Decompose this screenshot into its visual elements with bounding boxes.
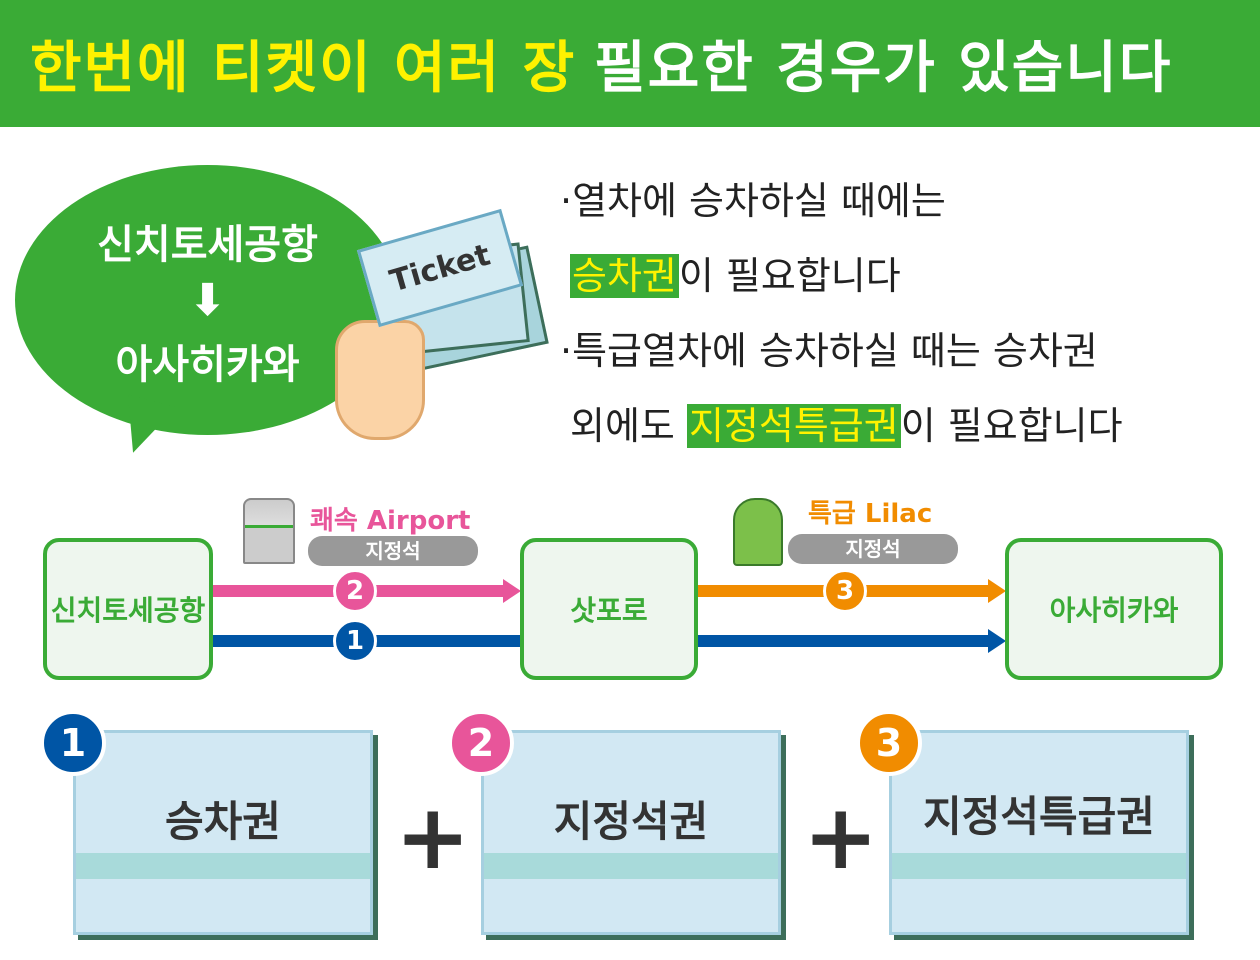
ticket-number-2: 2	[448, 710, 514, 776]
down-arrow-icon: ⬇	[189, 275, 226, 326]
hand-icon	[335, 320, 425, 440]
plus-icon: +	[803, 785, 879, 890]
airport-train-icon	[243, 498, 295, 564]
info-line-3: ·특급열차에 승차하실 때는 승차권	[560, 329, 1098, 373]
ticket-card-label: Ticket	[385, 237, 495, 299]
route-number-2: 2	[333, 569, 377, 613]
ticket-reserved-express: 지정석특급권	[889, 730, 1189, 935]
ticket-number-3: 3	[856, 710, 922, 776]
info-line-1: ·열차에 승차하실 때에는	[560, 179, 946, 223]
ticket-stripe	[76, 853, 370, 879]
blue-arrowhead-icon	[988, 629, 1006, 653]
info-line-2: 승차권이 필요합니다	[570, 245, 901, 300]
ticket-label: 승차권	[165, 797, 281, 846]
info-line-2-rest: 이 필요합니다	[678, 254, 901, 298]
orange-arrowhead-icon	[988, 579, 1006, 603]
station-sapporo: 삿포로	[520, 538, 698, 680]
station-label: 신치토세공항	[50, 594, 206, 627]
header-banner: 한번에 티켓이 여러 장 필요한 경우가 있습니다	[0, 0, 1260, 127]
ticket-reserved-seat: 지정석권	[481, 730, 781, 935]
ticket-stripe	[484, 853, 778, 879]
highlight-boarding-ticket: 승차권	[570, 254, 679, 298]
lilac-train-icon	[733, 498, 783, 566]
station-label: 아사히카와	[1049, 594, 1179, 627]
ticket-stripe	[892, 853, 1186, 879]
lilac-train-label: 특급 Lilac	[808, 499, 933, 529]
info-line-4-pre: 외에도	[570, 404, 687, 448]
ticket-label: 지정석권	[553, 797, 709, 846]
title-rest: 필요한 경우가 있습니다	[594, 36, 1173, 101]
info-line-4-rest: 이 필요합니다	[900, 404, 1123, 448]
airport-train-label: 쾌속 Airport	[310, 506, 471, 536]
ticket-boarding: 승차권	[73, 730, 373, 935]
route-number-3: 3	[823, 569, 867, 613]
airport-seat-tag: 지정석	[308, 536, 478, 566]
bubble-to: 아사히카와	[115, 342, 300, 388]
ticket-number-1: 1	[40, 710, 106, 776]
highlight-reserved-express: 지정석특급권	[686, 404, 901, 448]
pink-arrowhead-icon	[503, 579, 521, 603]
ticket-label: 지정석특급권	[923, 792, 1155, 841]
route-number-1: 1	[333, 619, 377, 663]
title-highlight: 한번에 티켓이 여러 장	[30, 36, 577, 101]
station-label: 삿포로	[570, 594, 648, 627]
lilac-seat-tag: 지정석	[788, 534, 958, 564]
station-asahikawa: 아사히카와	[1005, 538, 1223, 680]
station-new-chitose: 신치토세공항	[43, 538, 213, 680]
plus-icon: +	[395, 785, 471, 890]
info-line-4: 외에도 지정석특급권이 필요합니다	[570, 395, 1123, 450]
bubble-from: 신치토세공항	[97, 222, 318, 268]
